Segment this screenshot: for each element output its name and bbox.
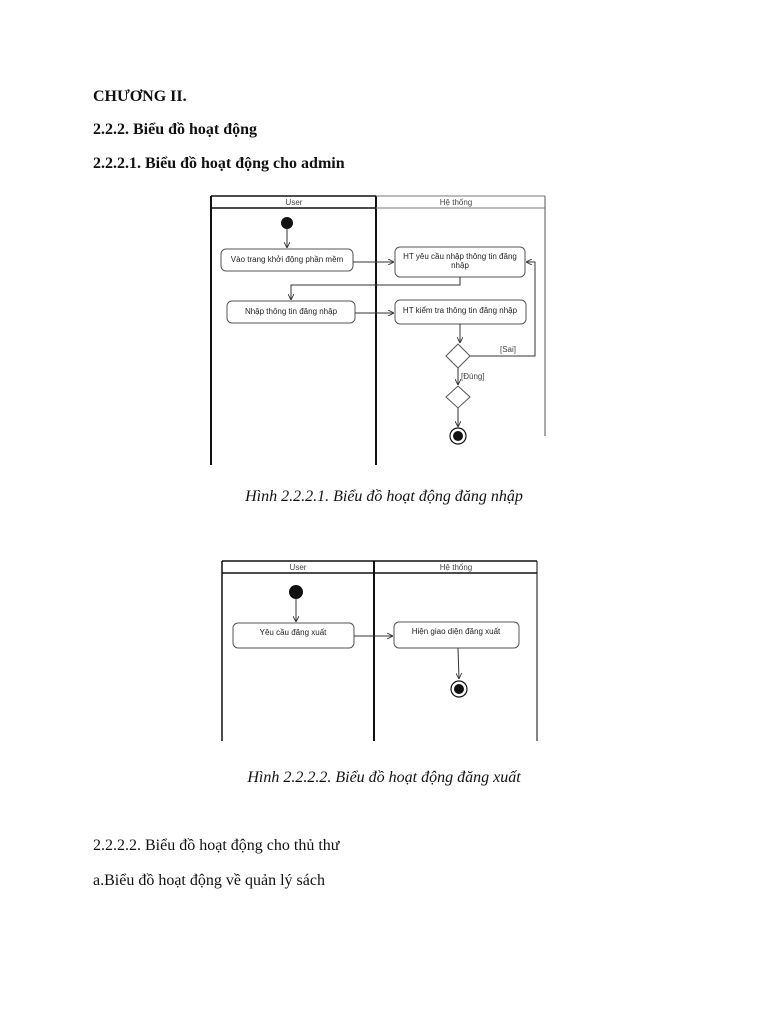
figure-caption-logout: Hình 2.2.2.2. Biểu đồ hoạt động đăng xuấ… bbox=[247, 769, 521, 786]
activity-check-credentials-label: HT kiểm tra thông tin đăng nhập bbox=[403, 306, 518, 315]
guard-false-label: [Sai] bbox=[500, 345, 516, 354]
activity-request-logout-label: Yêu cầu đăng xuất bbox=[260, 628, 327, 637]
activity-show-logout-ui-label: Hiện giao diện đăng xuất bbox=[412, 627, 501, 636]
activity-show-logout-ui bbox=[393, 621, 520, 649]
initial-node bbox=[289, 585, 303, 599]
chapter-title: CHƯƠNG II. bbox=[93, 88, 187, 105]
activity-input-credentials bbox=[226, 300, 356, 324]
section-title: 2.2.2. Biểu đồ hoạt động bbox=[93, 121, 258, 138]
lane-user-title: User bbox=[286, 198, 303, 207]
activity-start-app-label: Vào trang khởi động phần mềm bbox=[231, 255, 344, 264]
lane-system-title: Hệ thống bbox=[440, 563, 472, 572]
subsection-title: 2.2.2.1. Biểu đồ hoạt động cho admin bbox=[93, 155, 345, 172]
activity-request-login-label-2: nhập bbox=[451, 261, 469, 270]
initial-node bbox=[281, 217, 293, 229]
logout-activity-diagram: User Hệ thống Yêu cầu đăng xuất Hiện gia… bbox=[221, 560, 538, 741]
activity-start-app bbox=[220, 248, 354, 272]
login-activity-diagram: User Hệ thống Vào trang khởi động phần m… bbox=[210, 195, 546, 465]
lane-system-title: Hệ thống bbox=[440, 198, 472, 207]
activity-request-login-label-1: HT yêu cầu nhập thông tin đăng bbox=[403, 252, 517, 261]
activity-input-credentials-label: Nhập thông tin đăng nhập bbox=[245, 307, 338, 316]
item-book-management: a.Biểu đồ hoạt động về quản lý sách bbox=[93, 872, 325, 889]
figure-caption-login: Hình 2.2.2.1. Biểu đồ hoạt động đăng nhậ… bbox=[245, 488, 523, 505]
guard-true-label: [Đúng] bbox=[461, 372, 485, 381]
lane-user-title: User bbox=[290, 563, 307, 572]
subsection-librarian: 2.2.2.2. Biểu đồ hoạt động cho thủ thư bbox=[93, 837, 340, 854]
